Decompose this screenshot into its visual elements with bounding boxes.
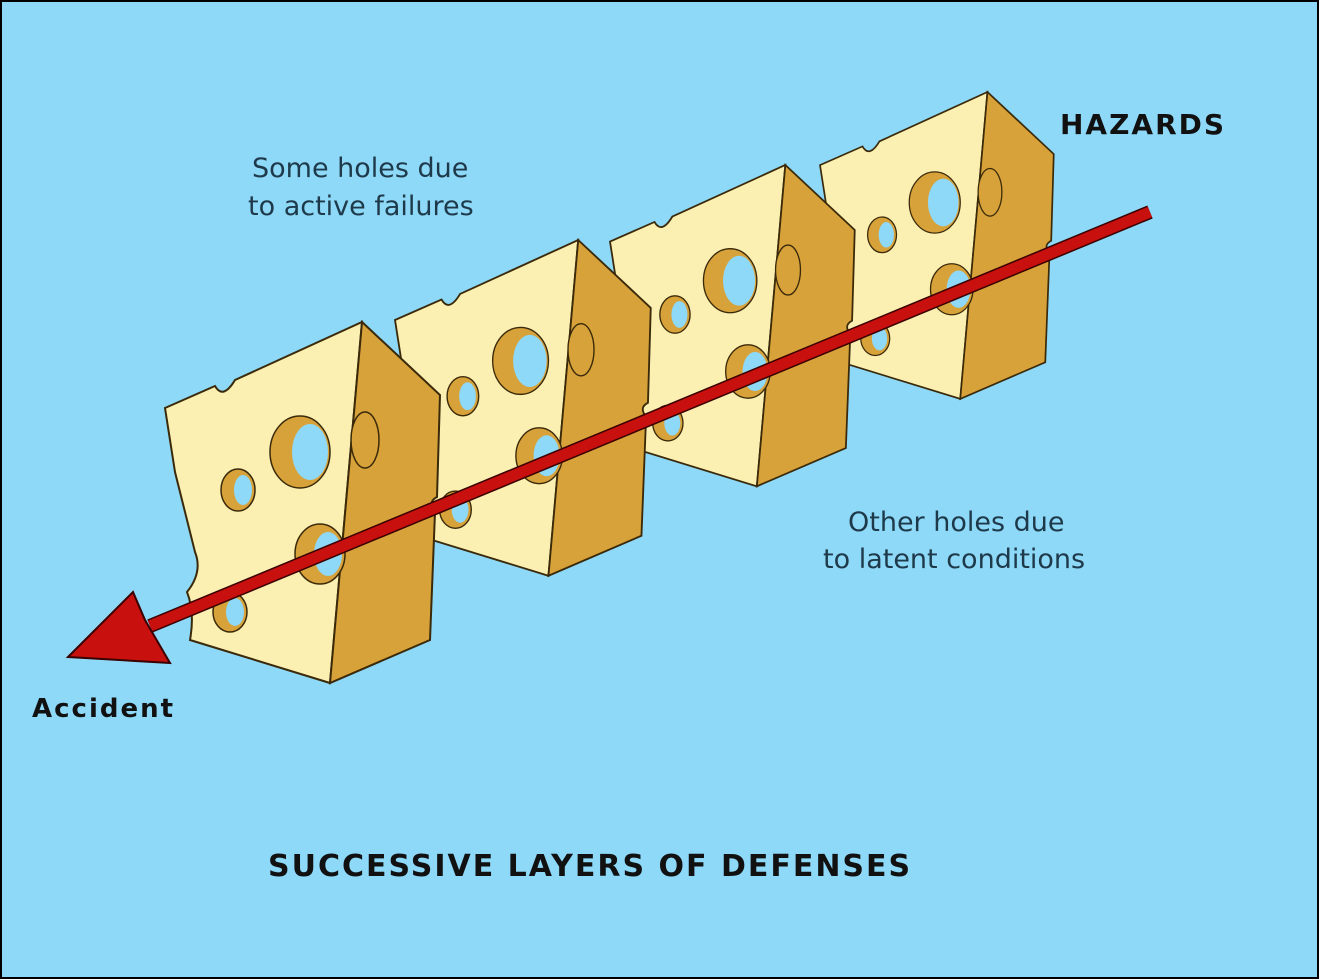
diagram-title: SUCCESSIVE LAYERS OF DEFENSES	[268, 849, 912, 884]
latent-conditions-label-line2: to latent conditions	[823, 544, 1085, 575]
hazard-arrow	[65, 205, 1153, 665]
arrowhead-icon	[65, 590, 172, 665]
hazards-label: HAZARDS	[1060, 108, 1226, 141]
active-failures-label-line2: to active failures	[248, 191, 474, 222]
active-failures-label-line1: Some holes due	[252, 153, 468, 184]
accident-label: Accident	[32, 694, 175, 724]
latent-conditions-label-line1: Other holes due	[848, 507, 1065, 538]
